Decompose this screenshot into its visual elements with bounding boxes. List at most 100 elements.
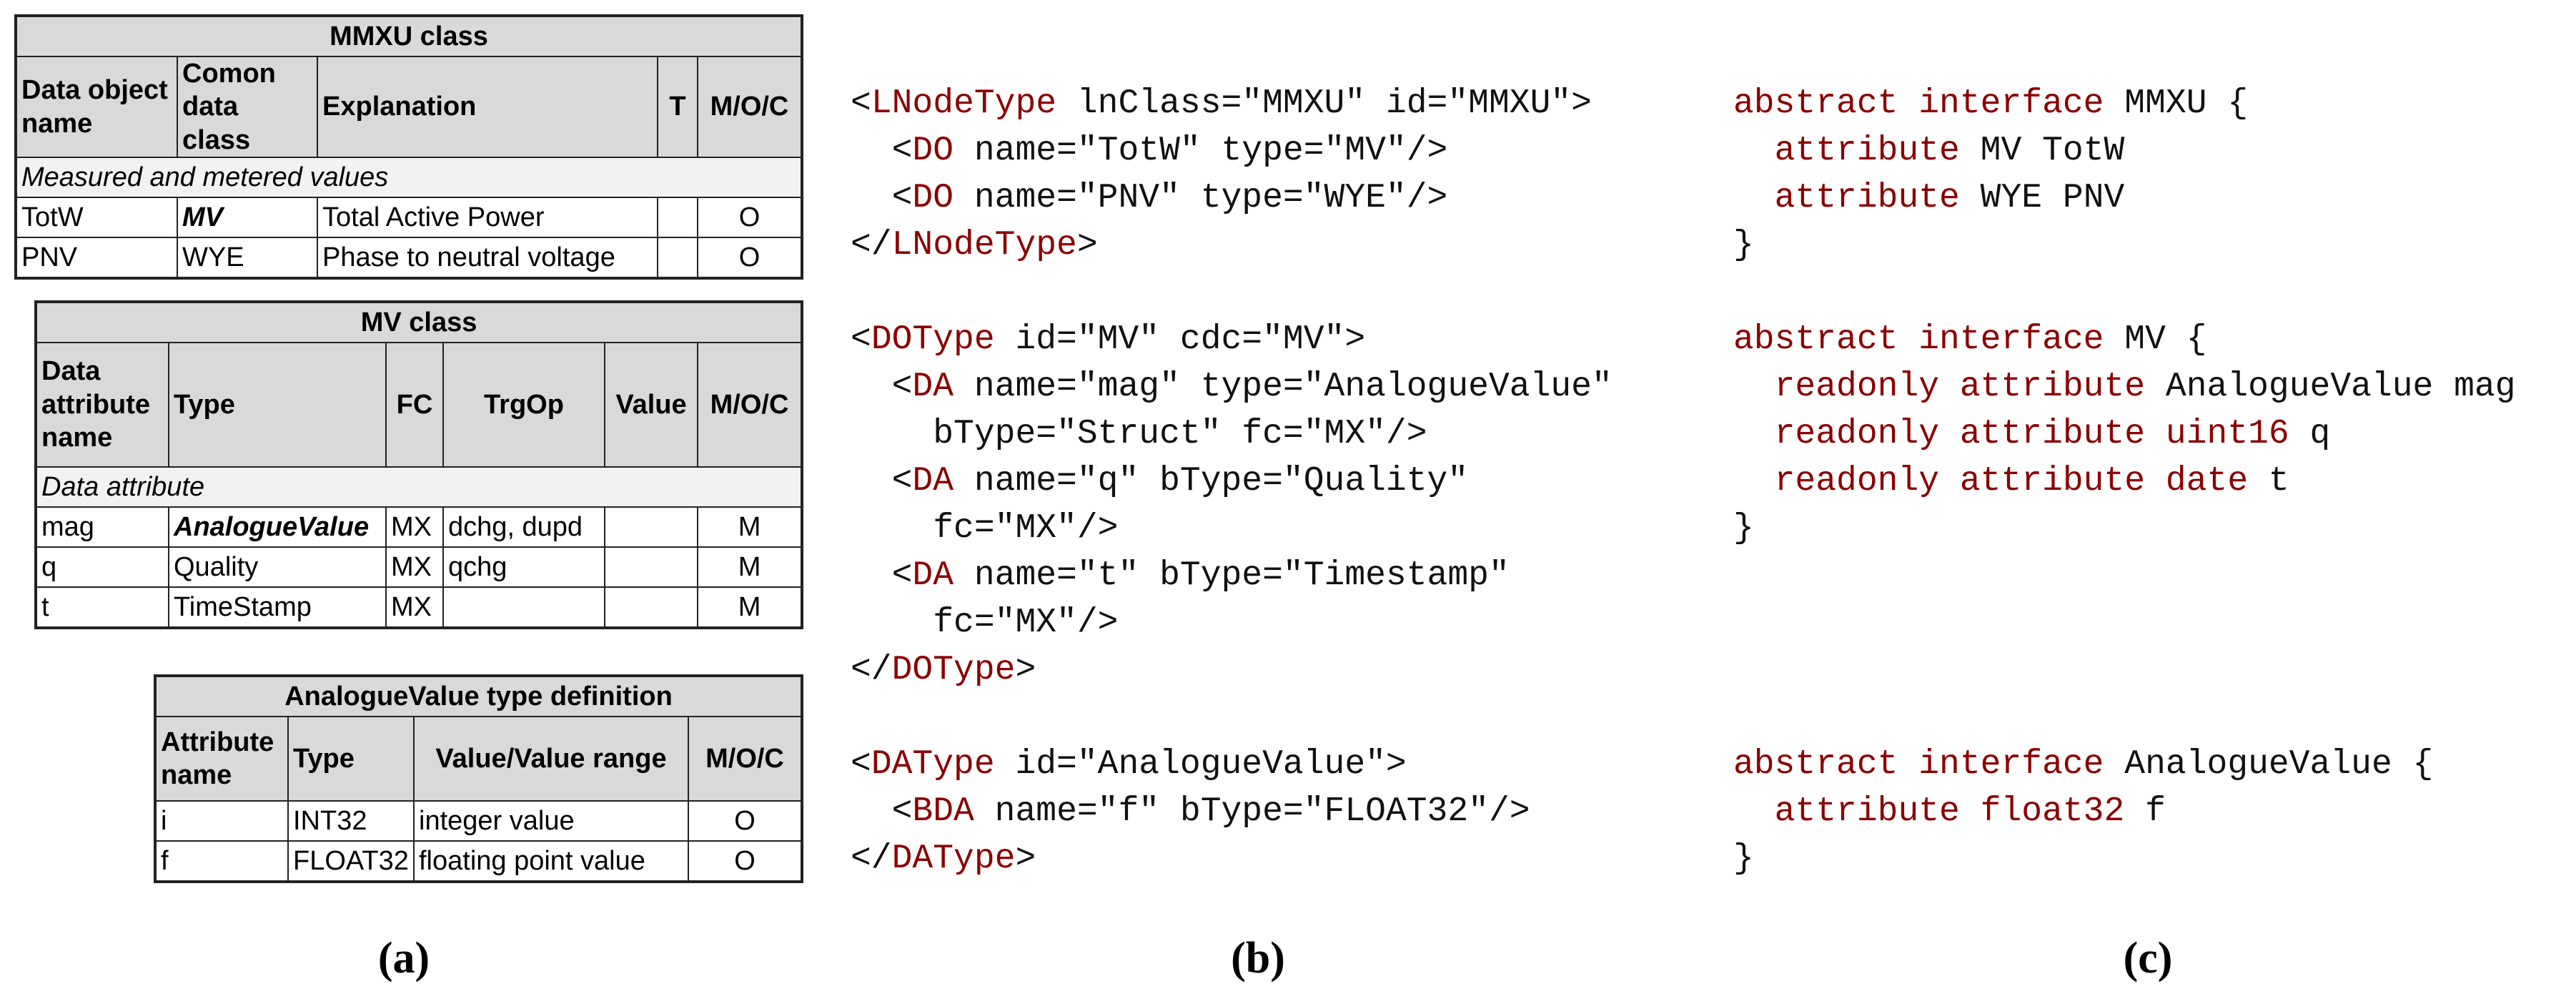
code-text: </ — [851, 840, 892, 878]
table-cell: Phase to neutral voltage — [317, 237, 658, 280]
code-line: <DAType id="AnalogueValue"> — [851, 741, 1613, 788]
code-line: <DOType id="MV" cdc="MV"> — [851, 316, 1613, 363]
code-text: id="MV" cdc="MV"> — [994, 320, 1366, 359]
code-line: </DOType> — [851, 646, 1613, 694]
code-line: readonly attribute date t — [1733, 458, 2516, 505]
header-moc: M/O/C — [696, 342, 803, 468]
code-keyword: abstract interface — [1733, 745, 2104, 784]
table-row: q Quality MX qchg M — [35, 546, 803, 588]
code-keyword: DOType — [871, 320, 995, 359]
code-line: bType="Struct" fc="MX"/> — [851, 410, 1613, 458]
code-keyword: DA — [912, 368, 954, 406]
code-line: ​ — [1733, 269, 2516, 316]
table-cell: t — [35, 586, 169, 629]
code-text: id="AnalogueValue"> — [994, 745, 1407, 784]
table-cell: TimeStamp — [168, 586, 387, 629]
table-cell: floating point value — [413, 840, 689, 882]
code-keyword: attribute — [1774, 132, 1960, 170]
table-row: PNV WYE Phase to neutral voltage O — [15, 237, 803, 280]
table-cell: Total Active Power — [317, 197, 658, 239]
code-keyword: attribute float32 — [1774, 792, 2125, 831]
header-value-range: Value/Value range — [413, 716, 689, 802]
table-cell: INT32 — [287, 800, 415, 842]
table-row: mag AnalogueValue MX dchg, dupd M — [35, 506, 803, 548]
code-text: bType="Struct" fc="MX"/> — [851, 415, 1427, 453]
mv-class-table: MV class Data attribute name Type FC Trg… — [34, 300, 804, 629]
scl-xml-listing: <LNodeType lnClass="MMXU" id="MMXU"> <DO… — [851, 80, 1613, 882]
code-line: <BDA name="f" bType="FLOAT32"/> — [851, 788, 1613, 835]
mmxu-class-table: MMXU class Data object name Comon data c… — [14, 14, 804, 280]
code-keyword: DAType — [891, 840, 1016, 878]
code-line: <DA name="mag" type="AnalogueValue" — [851, 363, 1613, 410]
code-text: AnalogueValue mag — [2145, 368, 2516, 406]
table-cell: WYE — [177, 237, 318, 280]
code-text: WYE PNV — [1959, 179, 2125, 217]
header-moc: M/O/C — [688, 716, 803, 802]
code-text: t — [2248, 462, 2289, 501]
table-cell: MV — [177, 197, 318, 239]
mmxu-table-title: MMXU class — [14, 15, 803, 57]
code-line: attribute float32 f — [1733, 788, 2516, 835]
header-data-object-name: Data object name — [15, 55, 178, 159]
code-line: abstract interface MMXU { — [1733, 80, 2516, 127]
table-cell: MX — [385, 506, 444, 548]
code-text — [1733, 415, 1775, 453]
analogue-value-type-table: AnalogueValue type definition Attribute … — [154, 674, 803, 883]
table-cell — [604, 546, 698, 588]
code-keyword: DO — [912, 179, 954, 217]
mv-table-title: MV class — [34, 301, 803, 343]
table-cell — [657, 237, 698, 280]
code-keyword: abstract interface — [1733, 84, 2104, 123]
analogue-value-table-title: AnalogueValue type definition — [154, 675, 803, 717]
header-data-attribute-name: Data attribute name — [35, 342, 169, 468]
code-line: <DA name="t" bType="Timestamp" — [851, 552, 1613, 599]
code-line: ​ — [1733, 646, 2516, 694]
code-text: < — [851, 745, 871, 784]
code-line: fc="MX"/> — [851, 505, 1613, 552]
table-cell: PNV — [15, 237, 178, 280]
code-text: MV { — [2104, 320, 2207, 359]
code-line: <DO name="PNV" type="WYE"/> — [851, 174, 1613, 222]
code-keyword: abstract interface — [1733, 320, 2104, 359]
header-type: Type — [168, 342, 387, 468]
code-text: < — [851, 320, 871, 359]
code-text: name="TotW" type="MV"/> — [953, 132, 1448, 170]
table-cell: i — [154, 800, 289, 842]
code-text: name="PNV" type="WYE"/> — [953, 179, 1448, 217]
code-text: } — [1733, 509, 1754, 548]
table-cell: FLOAT32 — [287, 840, 415, 882]
code-keyword: DAType — [871, 745, 995, 784]
header-type: Type — [287, 716, 415, 802]
code-text: MV TotW — [1959, 132, 2125, 170]
table-cell: mag — [35, 506, 169, 548]
code-text: AnalogueValue { — [2104, 745, 2434, 784]
code-text: name="f" bType="FLOAT32"/> — [974, 792, 1530, 831]
code-line: <DA name="q" bType="Quality" — [851, 458, 1613, 505]
table-cell: Quality — [168, 546, 387, 588]
code-text: f — [2124, 792, 2166, 831]
code-line: } — [1733, 505, 2516, 552]
header-fc: FC — [385, 342, 444, 468]
code-text: name="mag" type="AnalogueValue" — [953, 368, 1613, 406]
table-row: t TimeStamp MX M — [35, 586, 803, 629]
code-text: > — [1015, 651, 1036, 689]
code-line: ​ — [1733, 694, 2516, 741]
section-label: Data attribute — [34, 466, 803, 508]
code-text — [1733, 368, 1775, 406]
table-cell: O — [696, 197, 803, 239]
caption-a: (a) — [377, 934, 430, 983]
code-text: < — [851, 132, 913, 170]
code-text: MMXU { — [2104, 84, 2249, 123]
table-cell — [604, 506, 698, 548]
code-line: ​ — [851, 269, 1613, 316]
table-cell: O — [688, 840, 803, 882]
code-text — [1733, 179, 1775, 217]
code-keyword: LNodeType — [871, 84, 1057, 123]
code-text: lnClass="MMXU" id="MMXU"> — [1056, 84, 1592, 123]
code-text: fc="MX"/> — [851, 604, 1119, 642]
code-text: </ — [851, 226, 892, 265]
code-text: q — [2289, 415, 2331, 453]
code-line: </DAType> — [851, 835, 1613, 882]
code-keyword: DA — [912, 556, 954, 595]
table-cell: O — [696, 237, 803, 280]
